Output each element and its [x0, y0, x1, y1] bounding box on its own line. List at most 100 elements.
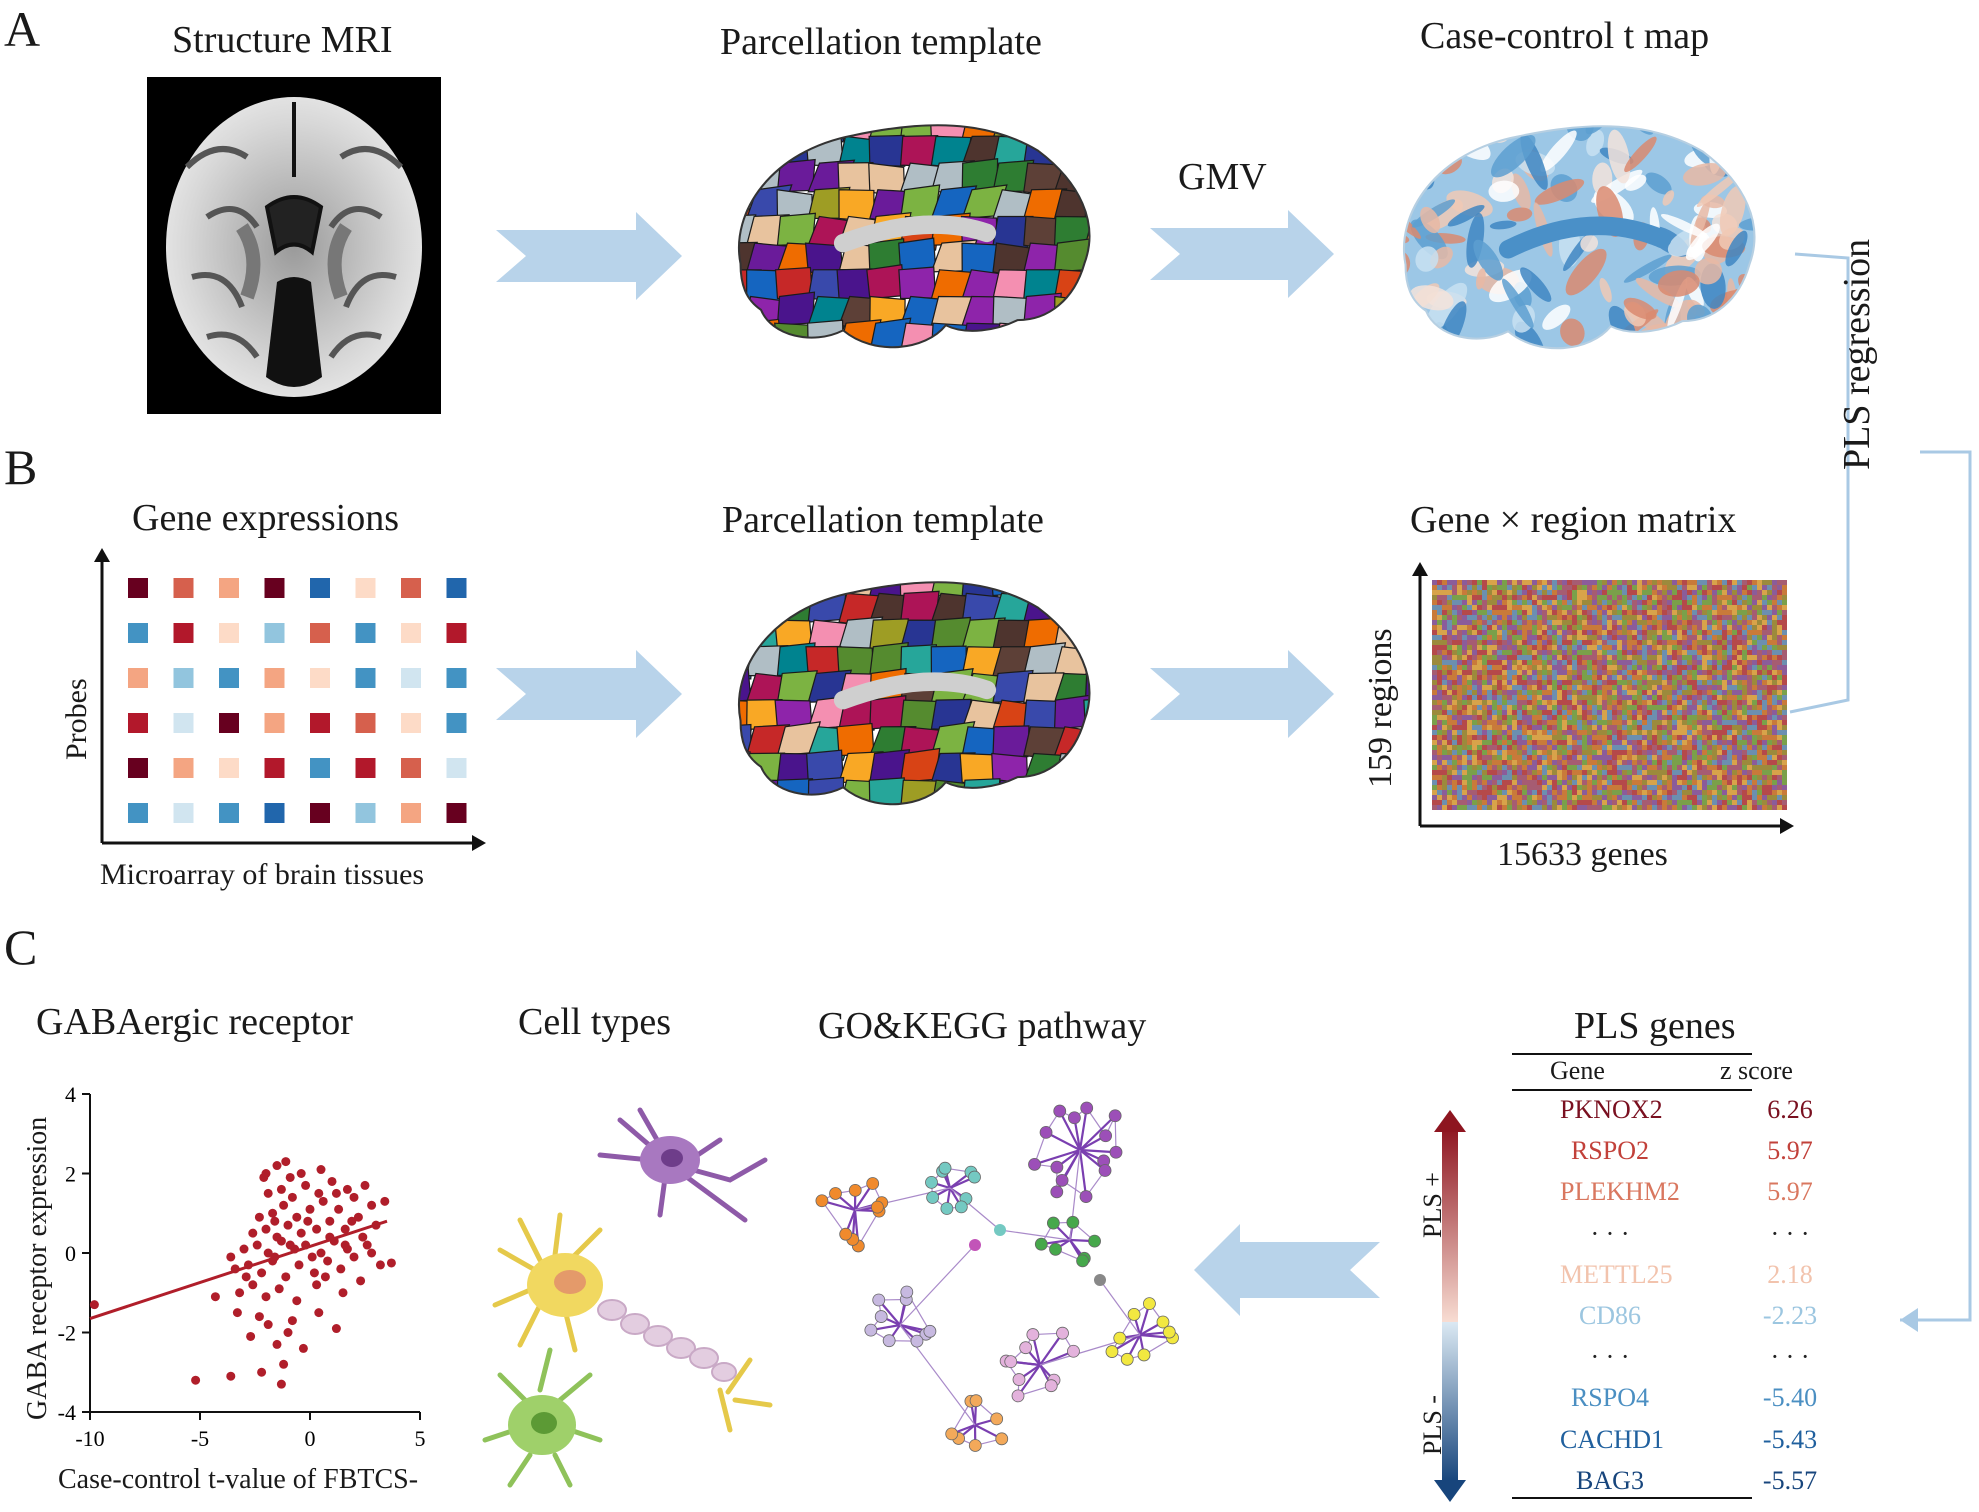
- scatter-point: [360, 1180, 370, 1190]
- gene-cell: [310, 668, 330, 688]
- gene-cell: [173, 668, 194, 688]
- pls-gene-name: BAG3: [1576, 1465, 1644, 1495]
- mri-image: [147, 77, 441, 414]
- gene-cell: [310, 803, 330, 823]
- scatter-point: [349, 1252, 359, 1262]
- pls-gene-name: RSPO2: [1570, 1136, 1650, 1166]
- scatter-point: [235, 1288, 245, 1298]
- network-node: [1066, 1215, 1080, 1229]
- scatter-point: [349, 1192, 359, 1202]
- parcellation-brain-icon: [738, 581, 1091, 806]
- scatter-point: [287, 1316, 297, 1326]
- pls-pos-label: PLS +: [1418, 1172, 1447, 1238]
- scatter-point: [226, 1371, 236, 1381]
- x-tick-label: -5: [191, 1426, 209, 1451]
- network-node: [829, 1187, 842, 1200]
- pls-z-score: 5.97: [1767, 1177, 1813, 1207]
- scatter-point: [298, 1343, 308, 1353]
- network-node: [1076, 1254, 1089, 1268]
- tmap-title: Case-control t map: [1420, 15, 1710, 57]
- pls-gene-name: PLEKHM2: [1560, 1177, 1680, 1207]
- gene-cell: [355, 758, 376, 778]
- scatter-point: [279, 1200, 289, 1210]
- pls-neg-gradient-bar: [1442, 1322, 1458, 1482]
- gene-cell: [264, 803, 285, 823]
- pls-regression-label: PLS regression: [1836, 238, 1878, 470]
- scatter-point: [336, 1264, 346, 1274]
- gene-cell: [173, 713, 194, 733]
- scatter-point: [340, 1240, 350, 1250]
- tmap-brain-icon: [1403, 125, 1756, 350]
- scatter-point: [210, 1292, 220, 1302]
- scatter-point: [283, 1220, 293, 1230]
- gene-cell: [355, 578, 376, 598]
- y-tick-label: -4: [58, 1400, 76, 1425]
- scatter-point: [331, 1188, 341, 1198]
- scatter-point: [320, 1272, 330, 1282]
- scatter-point: [89, 1300, 99, 1310]
- scatter-point: [246, 1331, 256, 1341]
- scatter-point: [331, 1324, 341, 1334]
- arrow-template-to-tmap: [1150, 210, 1334, 298]
- scatter-point: [248, 1228, 258, 1238]
- arrow-genes-to-template: [496, 650, 682, 738]
- network-node: [1044, 1379, 1058, 1393]
- gene-cell: [219, 578, 239, 598]
- panel-label-a: A: [4, 1, 41, 57]
- scatter-point: [279, 1359, 289, 1369]
- pls-z-score: -5.57: [1762, 1465, 1818, 1495]
- gene-cell: [219, 623, 239, 643]
- gene-cell: [128, 713, 148, 733]
- gene-cell: [264, 668, 285, 688]
- scatter-point: [367, 1248, 377, 1258]
- scatter-point: [316, 1165, 326, 1175]
- scatter-point: [353, 1212, 363, 1222]
- x-tick-label: 5: [415, 1426, 426, 1451]
- gene-cell: [219, 668, 239, 688]
- scatter-point: [276, 1184, 286, 1194]
- scatter-point: [281, 1272, 291, 1282]
- scatter-point: [230, 1264, 240, 1274]
- cell-types-illustration: [482, 1107, 773, 1488]
- network-node: [872, 1293, 886, 1307]
- scatter-point: [367, 1200, 377, 1210]
- gene-cell: [401, 713, 421, 733]
- pls-gene-name: CD86: [1578, 1301, 1642, 1330]
- scatter-point: [327, 1176, 337, 1186]
- network-node: [910, 1334, 924, 1348]
- network-node: [1050, 1185, 1064, 1199]
- network-node: [864, 1323, 878, 1337]
- scatter-point: [263, 1248, 273, 1258]
- network-node: [1053, 1104, 1067, 1118]
- y-tick-label: 2: [65, 1162, 76, 1187]
- gene-cell: [264, 713, 285, 733]
- gene-grid-plot: [94, 548, 486, 851]
- scatter-point: [318, 1196, 328, 1206]
- network-node: [1026, 1328, 1040, 1341]
- neuron-yellow-icon: [492, 1212, 773, 1433]
- pls-table-rules: [1434, 1053, 1752, 1502]
- microarray-label: Microarray of brain tissues: [100, 858, 425, 891]
- scatter-point: [257, 1268, 267, 1278]
- scatter-point: [296, 1228, 306, 1238]
- network-node: [1019, 1341, 1033, 1355]
- gene-cell: [310, 758, 330, 778]
- gene-cell: [355, 803, 376, 823]
- scatter-point: [270, 1216, 280, 1226]
- panel-label-c: C: [4, 919, 38, 975]
- gene-region-matrix: [1412, 562, 1794, 834]
- scatter-point: [301, 1180, 311, 1190]
- template-title-b: Parcellation template: [722, 499, 1044, 541]
- pls-genes-title: PLS genes: [1574, 1005, 1736, 1047]
- gene-cell: [264, 578, 285, 598]
- network-node: [1068, 1111, 1081, 1125]
- gene-cell: [173, 578, 194, 598]
- gene-cell: [310, 713, 330, 733]
- neuron-purple-icon: [597, 1107, 768, 1223]
- network-node: [1080, 1101, 1094, 1115]
- gene-cell: [401, 668, 421, 688]
- network-node: [1049, 1242, 1062, 1256]
- scatter-point: [285, 1172, 295, 1182]
- y-tick-label: -2: [58, 1321, 76, 1346]
